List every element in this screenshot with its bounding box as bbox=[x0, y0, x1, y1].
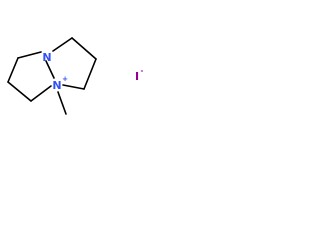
bond-c4-c5 bbox=[71, 37, 97, 60]
nitrogen-bottom-label: N bbox=[52, 79, 61, 92]
bond-ntop-c4 bbox=[52, 37, 73, 52]
bond-c1-c2 bbox=[7, 57, 19, 83]
structure-canvas: N N + I - bbox=[0, 0, 150, 150]
molecule-diagram: N N + I - bbox=[7, 37, 144, 115]
bond-ntop-c1 bbox=[17, 51, 42, 59]
bond-group bbox=[7, 37, 97, 115]
bond-c2-c3 bbox=[7, 81, 32, 102]
positive-charge-label: + bbox=[62, 75, 68, 83]
nitrogen-top-label: N bbox=[42, 51, 51, 64]
negative-charge-label: - bbox=[141, 67, 144, 75]
bond-c3-nbottom bbox=[30, 85, 52, 102]
bond-ntop-nbottom bbox=[45, 60, 55, 79]
bond-methyl bbox=[57, 91, 67, 115]
bond-c5-c6 bbox=[83, 58, 97, 90]
bond-c6-nbottom bbox=[62, 84, 85, 90]
iodide-label: I bbox=[135, 70, 139, 83]
